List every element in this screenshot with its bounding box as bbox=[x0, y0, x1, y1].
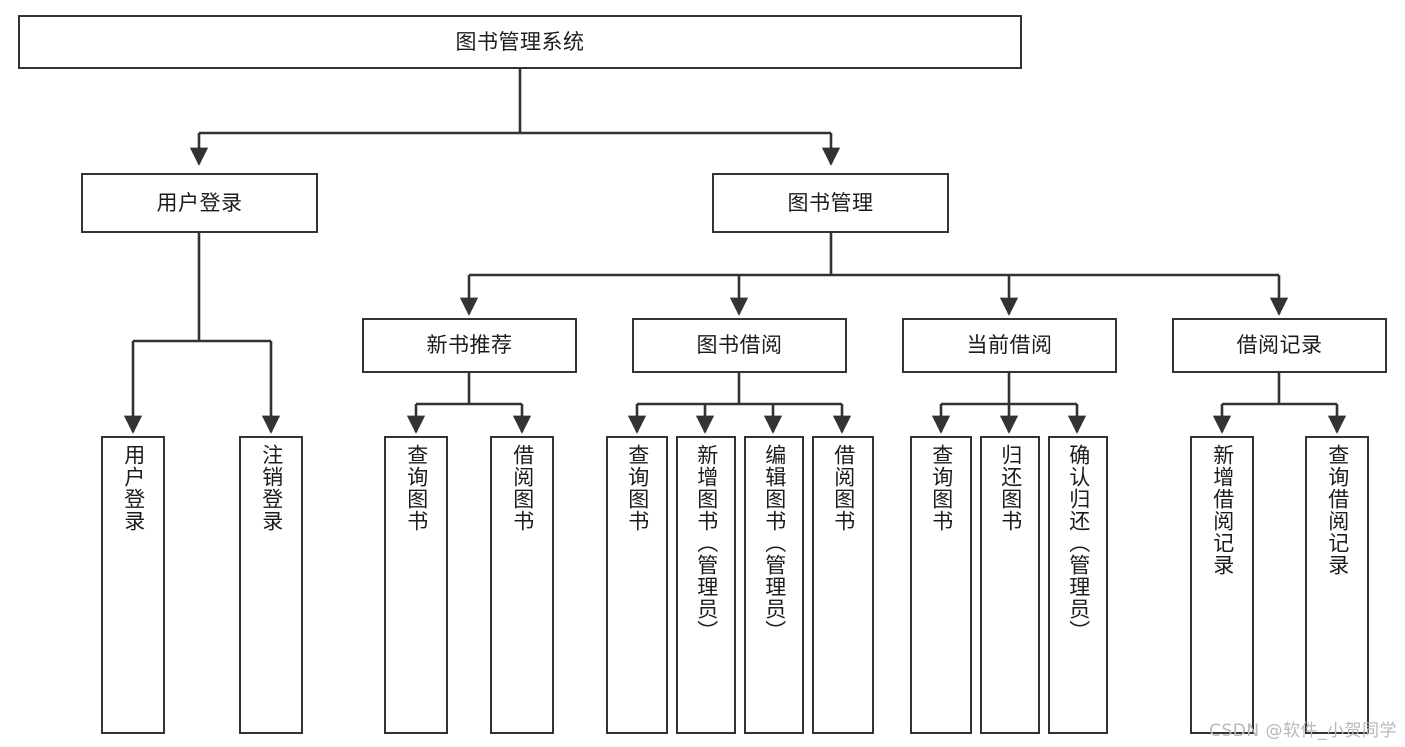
node-label: 查询图书 bbox=[625, 444, 650, 532]
node-root-book-management-system[interactable]: 图书管理系统 bbox=[18, 15, 1022, 69]
leaf-current-borrow-return-books[interactable]: 归还图书 bbox=[980, 436, 1040, 734]
node-label: 查询借阅记录 bbox=[1325, 444, 1350, 576]
node-book-borrowing[interactable]: 图书借阅 bbox=[632, 318, 847, 373]
node-label: 归还图书 bbox=[998, 444, 1023, 532]
node-label: 查询图书 bbox=[929, 444, 954, 532]
leaf-borrow-record-add-record[interactable]: 新增借阅记录 bbox=[1190, 436, 1254, 734]
leaf-user-login-signin[interactable]: 用户登录 bbox=[101, 436, 165, 734]
leaf-book-borrow-query-books[interactable]: 查询图书 bbox=[606, 436, 668, 734]
leaf-user-login-signout[interactable]: 注销登录 bbox=[239, 436, 303, 734]
leaf-new-book-borrow-books[interactable]: 借阅图书 bbox=[490, 436, 554, 734]
node-label: 编辑图书（管理员） bbox=[762, 444, 787, 642]
node-label: 借阅图书 bbox=[831, 444, 856, 532]
node-label: 用户登录 bbox=[121, 444, 146, 532]
leaf-book-borrow-edit-book-admin[interactable]: 编辑图书（管理员） bbox=[744, 436, 804, 734]
node-borrowing-records[interactable]: 借阅记录 bbox=[1172, 318, 1387, 373]
leaf-book-borrow-borrow-books[interactable]: 借阅图书 bbox=[812, 436, 874, 734]
node-label: 查询图书 bbox=[404, 444, 429, 532]
node-label: 图书管理 bbox=[787, 190, 874, 215]
node-new-book-recommendation[interactable]: 新书推荐 bbox=[362, 318, 577, 373]
node-label: 新增借阅记录 bbox=[1210, 444, 1235, 576]
leaf-current-borrow-confirm-return-admin[interactable]: 确认归还（管理员） bbox=[1048, 436, 1108, 734]
node-label: 图书管理系统 bbox=[455, 29, 585, 54]
leaf-borrow-record-query-record[interactable]: 查询借阅记录 bbox=[1305, 436, 1369, 734]
leaf-new-book-query-books[interactable]: 查询图书 bbox=[384, 436, 448, 734]
node-label: 当前借阅 bbox=[966, 333, 1053, 358]
node-label: 借阅图书 bbox=[510, 444, 535, 532]
node-label: 新增图书（管理员） bbox=[694, 444, 719, 642]
leaf-current-borrow-query-books[interactable]: 查询图书 bbox=[910, 436, 972, 734]
node-label: 用户登录 bbox=[156, 190, 243, 215]
leaf-book-borrow-add-book-admin[interactable]: 新增图书（管理员） bbox=[676, 436, 736, 734]
node-label: 新书推荐 bbox=[426, 333, 513, 358]
node-label: 借阅记录 bbox=[1236, 333, 1323, 358]
node-label: 注销登录 bbox=[259, 444, 284, 532]
node-label: 确认归还（管理员） bbox=[1066, 444, 1091, 642]
csdn-watermark: CSDN @软件_小贺同学 bbox=[1209, 721, 1397, 741]
node-label: 图书借阅 bbox=[696, 333, 783, 358]
node-current-borrowing[interactable]: 当前借阅 bbox=[902, 318, 1117, 373]
node-book-management[interactable]: 图书管理 bbox=[712, 173, 949, 233]
node-user-login[interactable]: 用户登录 bbox=[81, 173, 318, 233]
